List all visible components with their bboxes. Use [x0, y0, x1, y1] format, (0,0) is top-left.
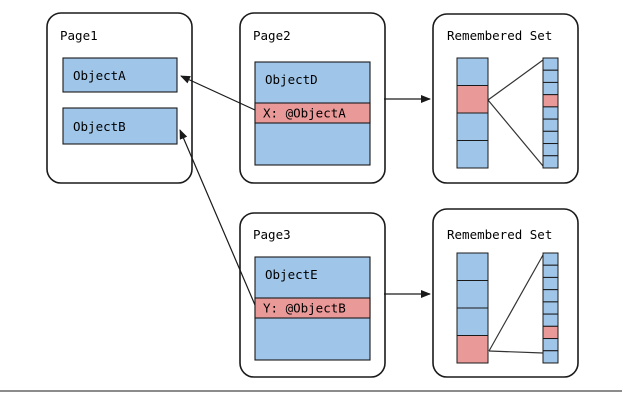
pointer-arrow-x-to-objectA — [180, 75, 256, 111]
objectD-field-x-row — [254, 102, 371, 124]
objectB-label: ObjectB — [73, 119, 126, 134]
rs-top-entry-cell-2-blue — [542, 69, 559, 83]
rs-top-entry-cell-7-blue — [542, 130, 559, 145]
rs-bottom-card-cell-4-red — [456, 335, 489, 364]
rs-top-card-cell-1-blue — [456, 57, 489, 86]
objectA-box — [62, 57, 178, 93]
rs-bottom-card-column — [456, 252, 489, 364]
rs-top-entry-cell-4-red — [542, 94, 559, 108]
rs-top-card-cell-2-red — [456, 85, 489, 114]
pointer-arrow-y-to-objectB — [179, 129, 256, 306]
objectE-field-y-label: Y: @ObjectB — [263, 301, 346, 316]
rs-bottom-card-cell-2-blue — [456, 280, 489, 309]
page2-panel: Page2 ObjectD X: @ObjectA — [239, 12, 386, 184]
rs-bottom-link-lower — [488, 350, 544, 354]
remembered-set-top-panel: Remembered Set — [432, 13, 579, 184]
rs-top-link-lower — [487, 99, 544, 167]
page1-title: Page1 — [60, 28, 98, 43]
objectE-field-y-row — [254, 297, 371, 319]
page3-panel: Page3 ObjectE Y: @ObjectB — [239, 212, 386, 378]
rs-bottom-card-cell-3-blue — [456, 307, 489, 336]
rs-top-entry-cell-9-blue — [542, 155, 559, 169]
rs-top-entry-column — [542, 57, 559, 169]
rs-top-entry-cell-5-blue — [542, 106, 559, 120]
page1-panel: Page1 ObjectA ObjectB — [46, 12, 193, 184]
rs-top-card-column — [456, 57, 489, 169]
rs-bottom-entry-cell-6-blue — [542, 313, 559, 327]
rs-top-entry-cell-8-blue — [542, 143, 559, 157]
rs-bottom-entry-cell-4-blue — [542, 289, 559, 303]
objectB-box — [62, 107, 178, 145]
rs-top-card-cell-4-blue — [456, 140, 489, 169]
rs-top-entry-cell-3-blue — [542, 81, 559, 96]
rs-top-entry-cell-1-blue — [542, 57, 559, 71]
rs-top-link-upper — [487, 59, 544, 101]
rs-bottom-link-upper — [488, 254, 544, 352]
objectD-field-x-label: X: @ObjectA — [263, 106, 346, 121]
remembered-set-bottom-panel: Remembered Set — [432, 208, 579, 378]
rs-bottom-entry-column — [542, 252, 559, 364]
rs-bottom-entry-cell-8-blue — [542, 338, 559, 352]
rs-bottom-entry-cell-3-blue — [542, 276, 559, 291]
rs-bottom-entry-cell-7-red — [542, 325, 559, 340]
objectE-label: ObjectE — [265, 267, 318, 282]
remembered-set-bottom-title: Remembered Set — [447, 227, 552, 242]
rs-bottom-entry-cell-2-blue — [542, 264, 559, 278]
rs-bottom-entry-cell-9-blue — [542, 350, 559, 364]
objectD-label: ObjectD — [265, 72, 318, 87]
rs-bottom-entry-cell-1-blue — [542, 252, 559, 266]
rs-top-card-cell-3-blue — [456, 112, 489, 141]
page2-title: Page2 — [253, 28, 291, 43]
page3-title: Page3 — [253, 227, 291, 242]
objectA-label: ObjectA — [73, 68, 126, 83]
rs-top-entry-cell-6-blue — [542, 118, 559, 132]
rs-bottom-card-cell-1-blue — [456, 252, 489, 281]
remembered-set-top-title: Remembered Set — [447, 28, 552, 43]
rs-bottom-entry-cell-5-blue — [542, 301, 559, 315]
